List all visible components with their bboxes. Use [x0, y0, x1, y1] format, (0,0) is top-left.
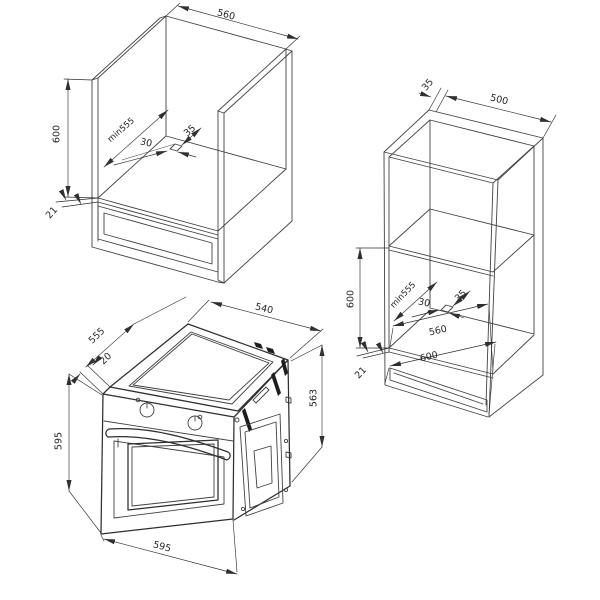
tall-cabinet-drawing: 35 500 600 21 min555	[346, 77, 557, 418]
drawer-front	[389, 367, 488, 413]
dim-label-tall-top-inset: 35	[420, 77, 436, 93]
side-recess-inner	[253, 445, 273, 489]
dim-label-tall-cutout-offset: 35	[453, 288, 469, 304]
door-handle	[105, 427, 231, 461]
oven-drawing: 540 555 20 563 595	[54, 296, 325, 575]
front-frame-inner	[388, 119, 535, 406]
dim-niche-height: 600	[52, 78, 99, 199]
dim-label-base-min-depth: min555	[106, 116, 137, 145]
dim-front-width: 595	[100, 519, 238, 575]
dim-top-inset: 35	[418, 77, 557, 139]
side-screw-hole	[240, 506, 246, 512]
base-cabinet-structure	[91, 15, 293, 284]
dim-label-tall-outer-width: 600	[419, 350, 439, 365]
dim-cutout-offset: 35	[181, 123, 202, 146]
cavity-floor	[97, 135, 287, 236]
cabinet-bottom-edge	[91, 246, 225, 284]
oven-knob-right	[187, 415, 203, 431]
side-vent-slot	[271, 372, 281, 396]
tall-cabinet-structure	[383, 109, 544, 418]
indicator-light-right	[197, 414, 203, 420]
dim-panel-thickness: 21	[353, 341, 390, 381]
dim-label-tall-min-depth: min555	[389, 280, 419, 310]
dim-label-oven-overhang: 20	[98, 351, 114, 367]
hinge-mark	[285, 396, 292, 459]
dim-top-depth: 500	[445, 92, 552, 123]
door-window	[127, 439, 219, 511]
dim-label-oven-front-height: 595	[54, 432, 65, 450]
right-side-panel	[217, 48, 293, 284]
dim-front-overhang: 20	[70, 351, 114, 395]
dim-label-tall-top-depth: 500	[489, 92, 509, 107]
top-vent-slot	[266, 347, 275, 354]
dim-label-oven-depth: 555	[87, 326, 108, 347]
dim-body-height: 563	[290, 344, 325, 483]
door-window-inner	[131, 443, 215, 507]
side-vent-slot	[242, 408, 252, 432]
side-screw-hole	[283, 487, 289, 493]
oven-top-recess	[128, 331, 274, 405]
dim-min-depth: min555	[103, 109, 169, 168]
niche-top-shelf	[388, 208, 535, 277]
dim-label-tall-thickness: 21	[353, 365, 369, 381]
left-side-panel	[91, 15, 167, 248]
dim-label-tall-cutout-width: 30	[417, 296, 431, 309]
dim-label-base-cutout-width: 30	[139, 136, 153, 149]
back-panel	[429, 119, 535, 335]
side-vent-slot	[281, 358, 288, 376]
indicator-light-left	[135, 397, 141, 403]
dim-cutout-offset: 35	[452, 288, 471, 307]
top-vent-slot	[254, 342, 263, 349]
rear-cable-cutout	[440, 304, 454, 313]
drawer-front	[97, 205, 219, 273]
dim-label-oven-front-width: 595	[152, 539, 172, 554]
side-handle-cutout	[252, 386, 270, 404]
dim-label-tall-inner-width: 560	[428, 324, 448, 339]
dim-label-oven-top-width: 540	[254, 301, 274, 316]
dim-top-width: 560	[165, 2, 301, 50]
rear-cable-cutout	[169, 143, 183, 152]
dim-label-base-cutout-offset: 35	[182, 123, 198, 139]
oven-dimensions: 540 555 20 563 595	[54, 296, 325, 575]
oven-knob-left	[139, 402, 155, 418]
dim-top-width: 540	[187, 299, 324, 359]
dim-cutout-width: 30	[113, 136, 197, 166]
side-screw-hole	[234, 417, 240, 423]
dim-niche-height: 600	[346, 247, 390, 349]
door-inner-frame	[113, 440, 225, 519]
side-recess-middle	[244, 421, 280, 509]
dim-label-oven-body-height: 563	[309, 389, 320, 407]
oven-front-frame	[100, 386, 239, 535]
dim-outer-width: 600	[384, 341, 497, 415]
dim-label-tall-height: 600	[346, 290, 357, 308]
side-screw-hole	[283, 438, 289, 444]
dim-label-base-thickness: 21	[44, 205, 60, 221]
dim-label-base-top-width: 560	[216, 7, 236, 22]
dim-label-base-height: 600	[52, 125, 63, 143]
dim-front-height: 595	[54, 373, 103, 534]
control-panel-bottom-edge	[103, 420, 234, 442]
dim-panel-thickness: 21	[44, 189, 99, 221]
oven-side-face	[233, 359, 291, 521]
oven-structure	[100, 323, 292, 535]
side-recess-outer	[239, 413, 284, 517]
niche-floor	[388, 309, 535, 379]
base-cabinet-drawing: 560 600 21 min555 30	[44, 2, 301, 284]
back-panel	[165, 15, 287, 170]
base-cabinet-dimensions: 560 600 21 min555 30	[44, 2, 301, 221]
door-handle-feet	[117, 438, 215, 461]
